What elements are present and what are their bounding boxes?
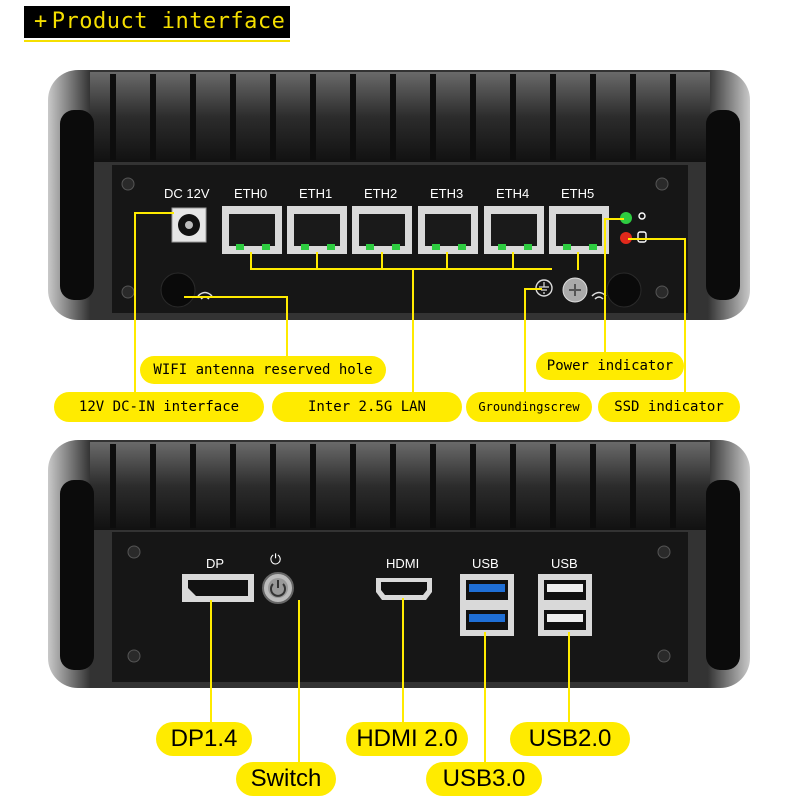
callout-lan: Inter 2.5G LAN bbox=[272, 392, 462, 422]
callout-wifi: WIFI antenna reserved hole bbox=[140, 356, 386, 384]
label-dp: DP bbox=[206, 556, 225, 571]
title-text: Product interface bbox=[51, 9, 286, 34]
label-usb-a: USB bbox=[472, 556, 499, 571]
label-usb-b: USB bbox=[551, 556, 578, 571]
callout-usb2: USB2.0 bbox=[510, 722, 630, 756]
power-icon: ⏻ bbox=[270, 552, 282, 568]
callout-dc-in: 12V DC-IN interface bbox=[54, 392, 264, 422]
label-eth0: ETH0 bbox=[234, 186, 268, 201]
label-eth4: ETH4 bbox=[496, 186, 530, 201]
top-device-image bbox=[48, 70, 750, 320]
title-underline bbox=[24, 40, 290, 42]
label-eth2: ETH2 bbox=[364, 186, 398, 201]
label-eth1: ETH1 bbox=[299, 186, 333, 201]
callout-dp: DP1.4 bbox=[156, 722, 252, 756]
callout-switch: Switch bbox=[236, 762, 336, 796]
callout-hdmi: HDMI 2.0 bbox=[346, 722, 468, 756]
title-plus: + bbox=[34, 9, 48, 34]
label-dc12v: DC 12V bbox=[164, 186, 210, 201]
page-title: +Product interface bbox=[24, 6, 290, 38]
label-hdmi: HDMI bbox=[386, 556, 420, 571]
callout-power: Power indicator bbox=[536, 352, 684, 380]
label-eth5: ETH5 bbox=[561, 186, 595, 201]
label-eth3: ETH3 bbox=[430, 186, 464, 201]
callout-ssd: SSD indicator bbox=[598, 392, 740, 422]
callout-usb3: USB3.0 bbox=[426, 762, 542, 796]
bottom-device-image bbox=[48, 440, 750, 688]
header: +Product interface bbox=[0, 0, 800, 44]
callout-ground: Groundingscrew bbox=[466, 392, 592, 422]
